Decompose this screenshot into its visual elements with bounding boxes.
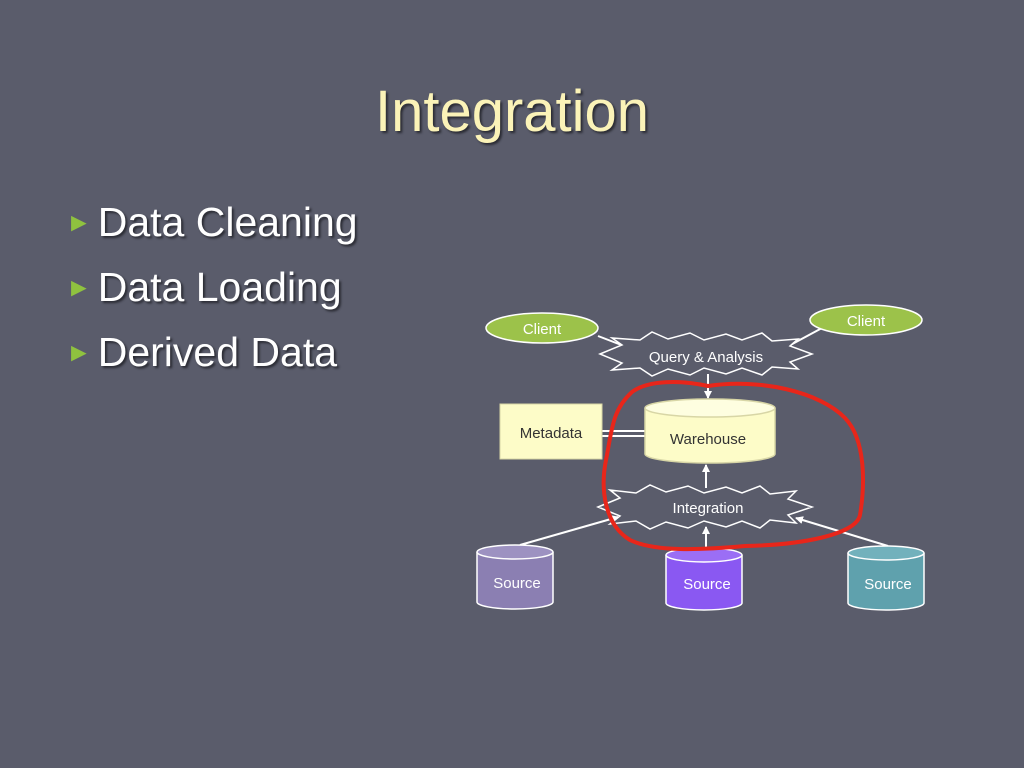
bullet-item: ► Data Loading (66, 255, 358, 320)
bullet-list: ► Data Cleaning ► Data Loading ► Derived… (66, 190, 358, 385)
metadata-node: Metadata (499, 403, 603, 460)
source-label: Source (493, 575, 541, 592)
source-node: Source (476, 544, 554, 610)
triangle-bullet-icon: ► (66, 337, 92, 367)
client-label: Client (847, 313, 886, 330)
bullet-text: Data Loading (97, 264, 342, 310)
bullet-item: ► Derived Data (66, 320, 358, 385)
triangle-bullet-icon: ► (66, 207, 92, 237)
highlight-circle-annotation (601, 380, 866, 552)
integration-node: Integration (596, 484, 815, 530)
source-label: Source (864, 576, 912, 593)
client-label: Client (523, 321, 562, 338)
client-node: Client (809, 304, 923, 336)
source-to-integration-arrow (519, 515, 619, 546)
bullet-text: Derived Data (97, 329, 338, 375)
client-node: Client (485, 312, 599, 344)
source-node: Source (847, 545, 925, 611)
bullet-text: Data Cleaning (97, 199, 358, 245)
source-node: Source (665, 547, 743, 611)
query-analysis-label: Query & Analysis (649, 349, 763, 366)
integration-label: Integration (673, 500, 744, 517)
warehouse-label: Warehouse (670, 431, 746, 448)
metadata-label: Metadata (520, 425, 583, 442)
warehouse-node: Warehouse (644, 398, 776, 464)
query-analysis-node: Query & Analysis (598, 331, 815, 377)
slide-title: Integration (374, 79, 650, 144)
bullet-item: ► Data Cleaning (66, 190, 358, 255)
triangle-bullet-icon: ► (66, 272, 92, 302)
source-label: Source (683, 576, 731, 593)
